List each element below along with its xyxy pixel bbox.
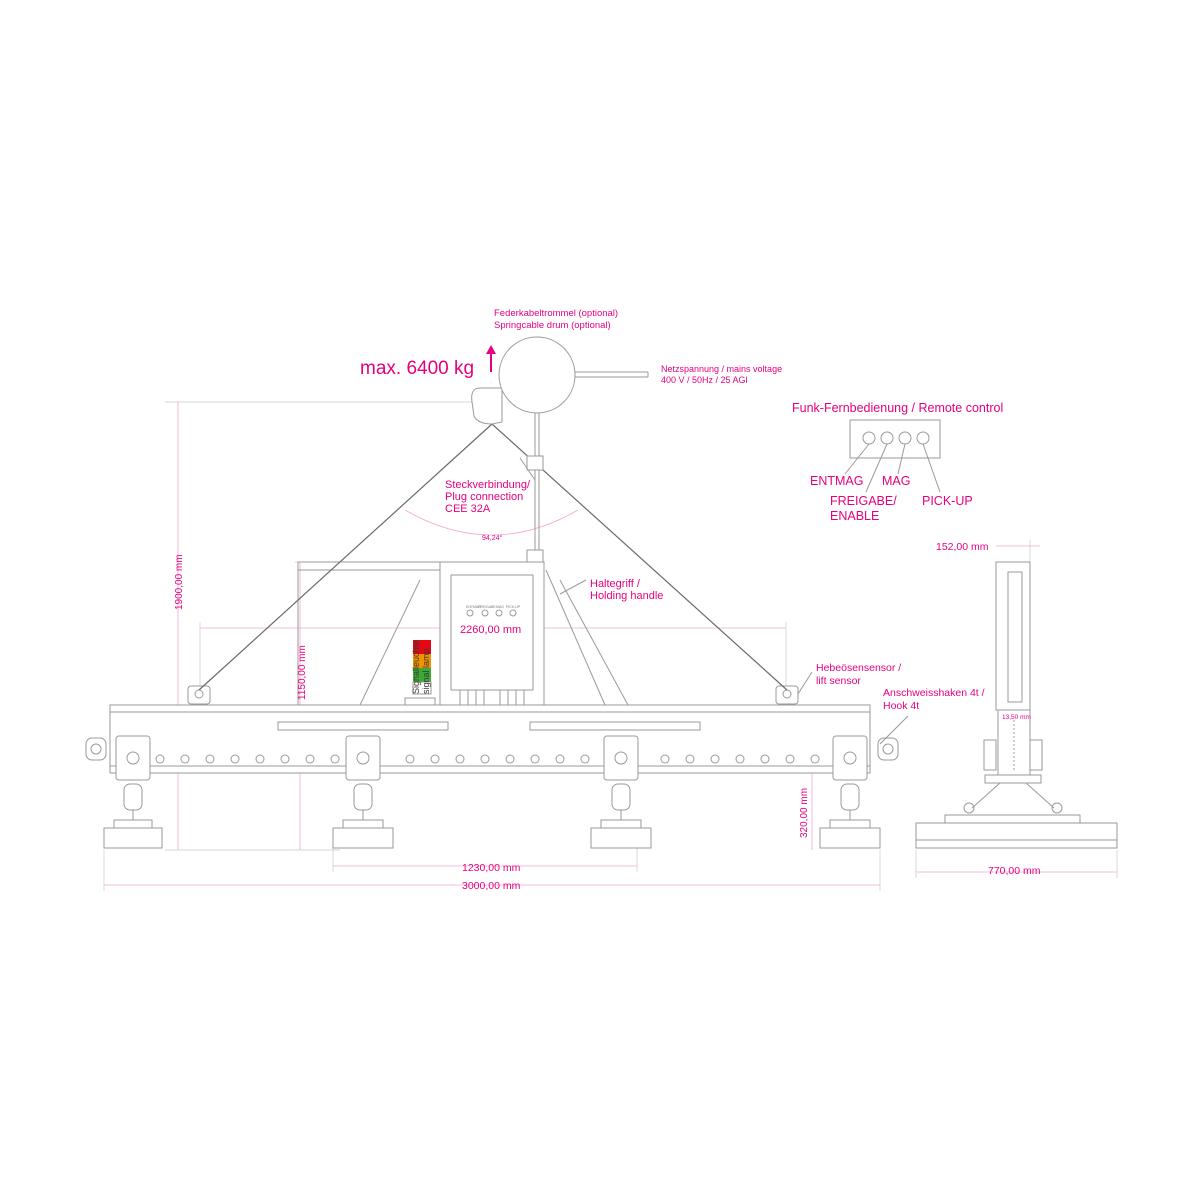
max-load-label: max. 6400 kg: [360, 358, 474, 379]
remote-label-entmag: ENTMAG: [810, 474, 863, 488]
labels: max. 6400 kg Federkabeltrommel (optional…: [174, 308, 1041, 892]
up-arrow-icon: [486, 345, 496, 372]
dim-width-1230: 1230,00 mm: [462, 862, 521, 874]
dim-side-small: 13,50 mm: [1002, 714, 1031, 721]
dim-width-3000: 3000,00 mm: [462, 880, 521, 892]
mains-label-1: Netzspannung / mains voltage: [661, 364, 782, 374]
box-label-pickup: PICK-UP: [506, 605, 521, 609]
lifting-frame: ENTMAG FREIGABE MAG PICK-UP Signalleucht…: [85, 336, 899, 849]
box-label-mag: MAG: [496, 605, 504, 609]
signal-lamp-label-1: Signalleuchte: [411, 640, 421, 694]
handle-label-1: Haltegriff /: [590, 578, 641, 590]
magnet-1: [103, 783, 163, 849]
dim-side-width: 770,00 mm: [988, 865, 1041, 877]
dim-height-frame: 1150,00 mm: [297, 645, 308, 700]
signal-lamp: Signalleuchte signal lamp: [404, 640, 436, 706]
angle-label: 94,24°: [482, 534, 503, 542]
cable-drum-label-2: Springcable drum (optional): [494, 320, 611, 331]
hook-left: [85, 737, 107, 761]
remote-label-mag: MAG: [882, 474, 910, 488]
remote-title: Funk-Fernbedienung / Remote control: [792, 401, 1003, 415]
magnet-3: [590, 783, 652, 849]
side-view: [915, 561, 1118, 849]
lug-left: [187, 685, 211, 705]
plug-label-1: Steckverbindung/: [445, 479, 531, 491]
remote-label-enable: ENABLE: [830, 509, 879, 523]
hook-label-1: Anschweisshaken 4t /: [883, 687, 985, 699]
plug-label-2: Plug connection: [445, 491, 523, 503]
lamp-green: [413, 668, 431, 682]
beam-holes: [155, 754, 820, 764]
remote-control: [844, 419, 941, 493]
dim-magnet-height: 320,00 mm: [799, 788, 810, 838]
remote-label-pickup: PICK-UP: [922, 494, 973, 508]
box-label-entmag: ENTMAG: [466, 605, 481, 609]
magnet-4: [819, 783, 881, 849]
mains-label-2: 400 V / 50Hz / 25 AGl: [661, 375, 748, 385]
dim-height-total: 1900,00 mm: [174, 554, 185, 610]
magnet-2: [332, 783, 394, 849]
cable-drum-label-1: Federkabeltrommel (optional): [494, 308, 618, 319]
lamp-orange: [413, 654, 431, 668]
control-box: ENTMAG FREIGABE MAG PICK-UP: [439, 561, 545, 706]
leader-lines: [519, 457, 909, 745]
remote-label-freigabe: FREIGABE/: [830, 494, 897, 508]
hook-right: [877, 737, 899, 761]
sling-left: [198, 423, 493, 691]
crane-hook: [471, 387, 503, 425]
lift-sensor-label-1: Hebeösensensor /: [816, 662, 901, 674]
lamp-red: [413, 640, 431, 654]
lift-sensor-label-2: lift sensor: [816, 675, 861, 687]
plug-label-3: CEE 32A: [445, 503, 491, 515]
hook-label-2: Hook 4t: [883, 700, 919, 712]
dim-side-top: 152,00 mm: [936, 541, 989, 553]
cable-drum: [498, 336, 576, 414]
plug-connection: [526, 455, 544, 471]
dim-width-2260: 2260,00 mm: [460, 624, 521, 636]
handle-label-2: Holding handle: [590, 590, 663, 602]
lug-right: [775, 685, 799, 705]
box-label-freigabe: FREIGABE: [478, 605, 496, 609]
signal-lamp-label-2: signal lamp: [421, 648, 431, 694]
